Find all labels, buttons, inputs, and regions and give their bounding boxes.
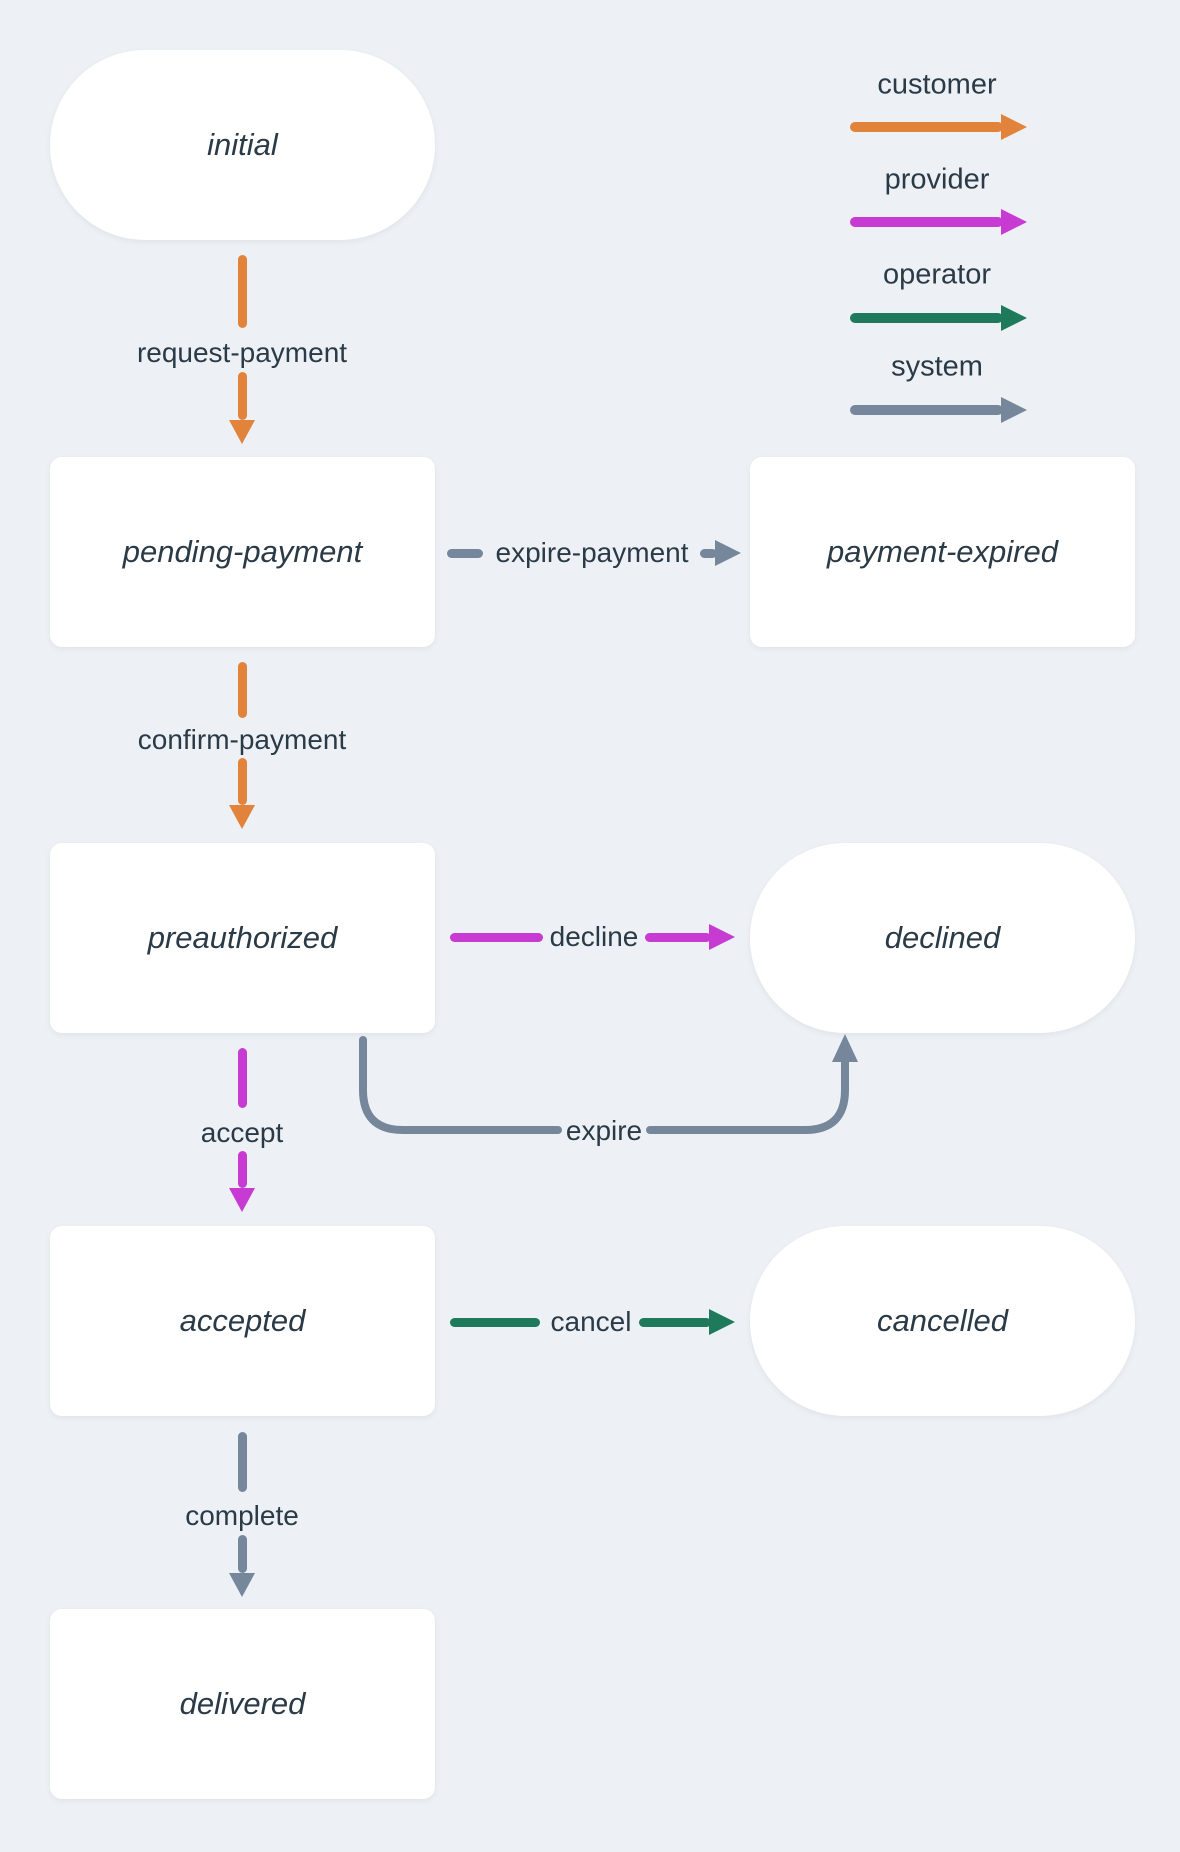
edge-label-accept: accept: [200, 1117, 284, 1148]
edge-line: [639, 1318, 711, 1327]
legend-label-system: system: [891, 350, 983, 383]
arrowhead-down-icon: [229, 1573, 255, 1597]
state-node-cancelled: cancelled: [750, 1226, 1135, 1416]
arrowhead-down-icon: [229, 1188, 255, 1212]
curved-connector: [359, 1034, 858, 1134]
edge-line: [238, 662, 247, 718]
state-label-cancelled: cancelled: [877, 1303, 1008, 1338]
state-node-initial: initial: [50, 50, 435, 240]
state-node-payment-expired: payment-expired: [750, 457, 1135, 647]
arrowhead-right-icon: [1001, 305, 1027, 331]
arrowhead-right-icon: [709, 1309, 735, 1335]
edge-line: [450, 933, 543, 942]
legend-arrow-line: [850, 313, 1003, 323]
edge-line: [359, 1036, 562, 1134]
edge-label-complete: complete: [185, 1500, 299, 1531]
state-label-delivered: delivered: [179, 1686, 306, 1721]
state-label-pending-payment: pending-payment: [122, 534, 363, 569]
edge-line: [238, 1535, 247, 1573]
arrowhead-down-icon: [229, 420, 255, 444]
legend-label-customer: customer: [877, 68, 997, 101]
edge-label-request-payment: request-payment: [136, 337, 348, 368]
edge-line: [238, 372, 247, 420]
edge-line: [447, 549, 483, 558]
edge-label-decline: decline: [549, 921, 639, 952]
edge-line: [450, 1318, 540, 1327]
state-label-accepted: accepted: [179, 1303, 306, 1338]
state-label-initial: initial: [207, 127, 278, 162]
arrowhead-right-icon: [1001, 114, 1027, 140]
legend-arrow-line: [850, 122, 1003, 132]
edge-line: [238, 255, 247, 328]
state-node-declined: declined: [750, 843, 1135, 1033]
edge-line: [645, 933, 711, 942]
edge-label-cancel: cancel: [550, 1306, 632, 1337]
edge-label-expire: expire: [565, 1115, 643, 1146]
arrowhead-up-icon: [832, 1034, 858, 1062]
edge-label-confirm-payment: confirm-payment: [137, 724, 347, 755]
edge-label-expire-payment: expire-payment: [495, 537, 689, 568]
state-node-pending-payment: pending-payment: [50, 457, 435, 647]
legend-arrow-line: [850, 217, 1003, 227]
arrowhead-right-icon: [709, 924, 735, 950]
edge-line: [238, 1432, 247, 1492]
arrowhead-right-icon: [1001, 209, 1027, 235]
edge-line: [700, 549, 717, 558]
edge-line: [646, 1056, 849, 1134]
arrowhead-down-icon: [229, 805, 255, 829]
edge-line: [238, 1048, 247, 1108]
state-node-delivered: delivered: [50, 1609, 435, 1799]
legend-label-provider: provider: [884, 163, 990, 196]
legend-label-operator: operator: [882, 258, 992, 291]
state-node-accepted: accepted: [50, 1226, 435, 1416]
legend-arrow-line: [850, 405, 1003, 415]
arrowhead-right-icon: [1001, 397, 1027, 423]
state-label-payment-expired: payment-expired: [827, 534, 1058, 569]
state-label-preauthorized: preauthorized: [147, 920, 338, 955]
arrowhead-right-icon: [715, 540, 741, 566]
edge-line: [238, 758, 247, 805]
state-label-declined: declined: [884, 920, 1001, 955]
edge-line: [238, 1151, 247, 1188]
state-node-preauthorized: preauthorized: [50, 843, 435, 1033]
